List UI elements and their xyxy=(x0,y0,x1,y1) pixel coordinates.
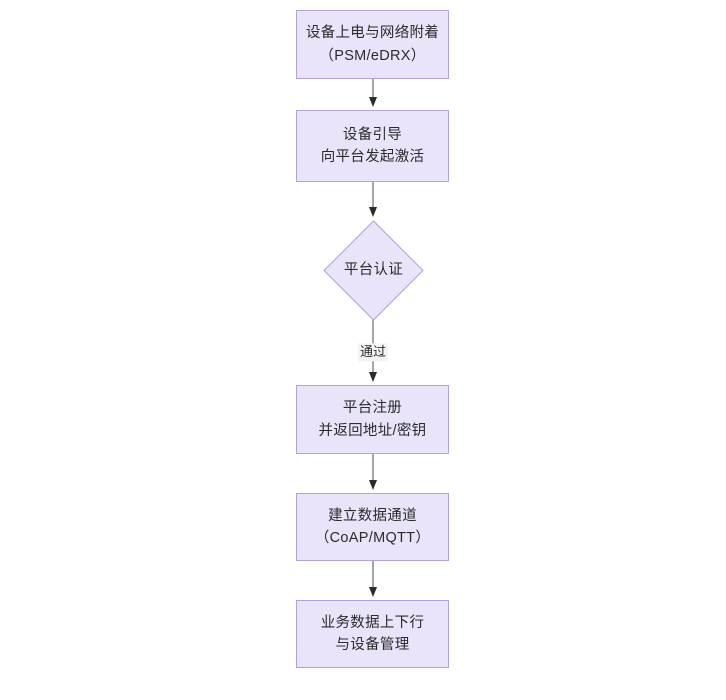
node-label-line: 平台注册 xyxy=(342,400,403,417)
node-label-line: 平台认证 xyxy=(343,261,404,278)
node-business-data-and-device-management[interactable]: 业务数据上下行 与设备管理 xyxy=(296,600,449,668)
node-label-line: （PSM/eDRX） xyxy=(319,47,426,64)
edge-label-pass: 通过 xyxy=(357,343,389,361)
node-label-line: 业务数据上下行 xyxy=(320,614,425,631)
node-label-line: 与设备管理 xyxy=(335,637,410,653)
node-power-on-network-attach[interactable]: 设备上电与网络附着 （PSM/eDRX） xyxy=(296,10,449,79)
node-label-line: 建立数据通道 xyxy=(328,507,417,524)
node-label-line: 向平台发起激活 xyxy=(320,149,425,165)
node-label-line: 设备引导 xyxy=(342,126,403,143)
node-platform-registration[interactable]: 平台注册 并返回地址/密钥 xyxy=(296,385,449,454)
node-establish-data-channel[interactable]: 建立数据通道 （CoAP/MQTT） xyxy=(296,493,449,561)
node-label-line: （CoAP/MQTT） xyxy=(314,530,431,546)
node-device-bootstrap-activation[interactable]: 设备引导 向平台发起激活 xyxy=(296,110,449,182)
node-label-line: 设备上电与网络附着 xyxy=(305,25,440,42)
node-label-line: 并返回地址/密钥 xyxy=(318,422,427,439)
node-platform-authentication-decision[interactable]: 平台认证 xyxy=(323,219,424,321)
